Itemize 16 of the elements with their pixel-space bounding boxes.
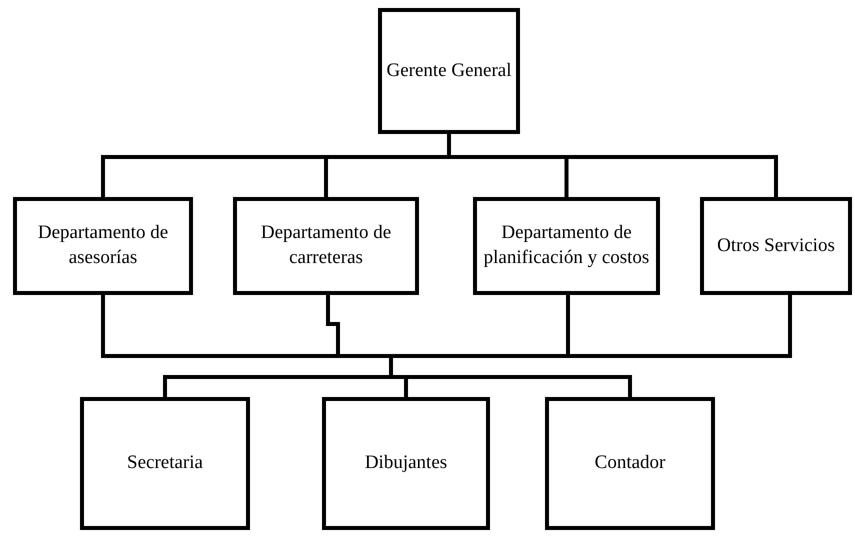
box-label: Departamento de carreteras [260, 221, 392, 270]
box-label: Gerente General [386, 58, 512, 83]
org-box [473, 197, 660, 295]
box-label: Secretaria [127, 451, 203, 476]
box-label: Departamento de asesorías [36, 221, 170, 270]
org-box [700, 197, 852, 295]
org-box [233, 197, 419, 295]
org-box [545, 397, 715, 530]
org-box [13, 197, 193, 295]
org-box [322, 397, 490, 530]
box-label: Otros Servicios [717, 234, 835, 258]
org-box [378, 8, 520, 134]
box-label: Dibujantes [364, 451, 448, 476]
org-box [80, 397, 250, 530]
box-label: Departamento de planificación y costos [482, 221, 650, 270]
box-label: Contador [594, 451, 666, 476]
